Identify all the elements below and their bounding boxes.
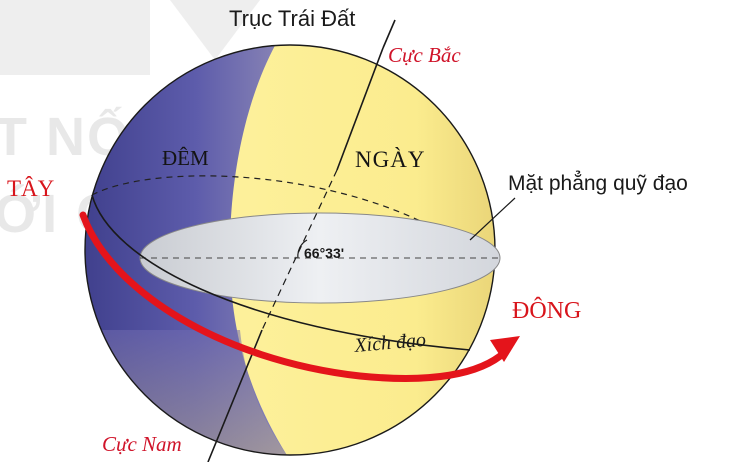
equator-back: [91, 175, 471, 251]
day-label: NGÀY: [355, 147, 425, 172]
earth-axis-middle: [261, 169, 338, 331]
night-label: ĐÊM: [162, 146, 209, 170]
axis-label: Trục Trái Đất: [229, 6, 355, 31]
rotation-arrow: [79, 211, 509, 382]
angle-label: 66°33': [304, 245, 344, 261]
north-pole-label: Cực Bắc: [388, 43, 461, 67]
orbital-plane-label: Mặt phẳng quỹ đạo: [508, 171, 688, 195]
earth-axis-tip: [382, 19, 396, 49]
rotation-arrow-head: [490, 336, 520, 362]
watermark-logo-shape: [170, 0, 260, 60]
orbital-plane-pointer: [469, 197, 516, 241]
south-pole-label: Cực Nam: [102, 432, 182, 456]
west-label: TÂY: [7, 176, 55, 201]
angle-arc: [297, 239, 308, 259]
equator-front: [91, 194, 471, 351]
east-label: ĐÔNG: [512, 297, 581, 324]
earth-axis-top: [336, 47, 384, 171]
watermark-logo-block: [0, 0, 150, 75]
